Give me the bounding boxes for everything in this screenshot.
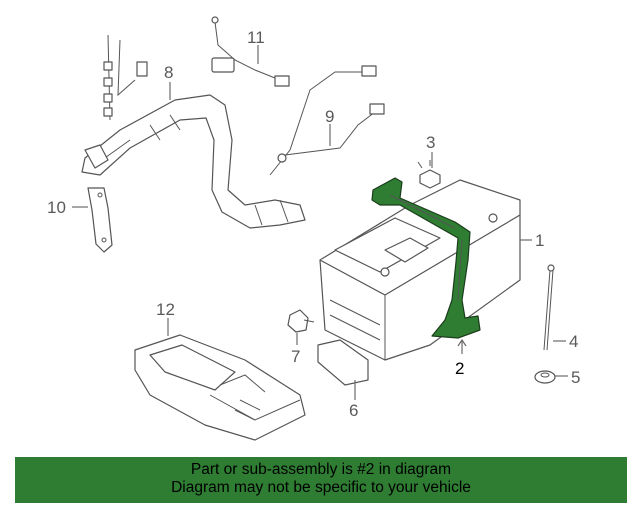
- callout-12: 12: [156, 300, 175, 319]
- part-4-rod[interactable]: [543, 264, 555, 351]
- callout-1: 1: [535, 231, 544, 250]
- callout-8: 8: [164, 63, 173, 82]
- part-11-sensor-lead[interactable]: [211, 16, 290, 87]
- callout-5: 5: [571, 368, 580, 387]
- part-6-pad[interactable]: [317, 339, 369, 386]
- part-info-banner: Part or sub-assembly is #2 in diagram Di…: [15, 457, 627, 503]
- callout-10: 10: [47, 198, 66, 217]
- callout-2: 2: [455, 359, 464, 378]
- callout-6: 6: [349, 401, 358, 420]
- part-9-cable[interactable]: [269, 65, 385, 176]
- banner-line-1: Part or sub-assembly is #2 in diagram: [190, 461, 452, 478]
- callout-4: 4: [569, 332, 578, 351]
- callout-7: 7: [291, 347, 300, 366]
- part-2-hold-down-bracket[interactable]: [371, 177, 481, 339]
- part-12-battery-tray[interactable]: [134, 334, 306, 441]
- exploded-parts-diagram: 11 8 9 3 10 1 4 5 6 7 12 2: [47, 16, 580, 441]
- part-7-clip[interactable]: [287, 309, 315, 333]
- callout-3: 3: [426, 133, 435, 152]
- leader-lines: [72, 45, 568, 400]
- banner-line-2: Diagram may not be specific to your vehi…: [171, 479, 471, 496]
- part-3-bolt[interactable]: [417, 160, 441, 189]
- part-8-battery-cable[interactable]: [81, 34, 306, 229]
- callout-11: 11: [247, 28, 265, 47]
- part-10-bracket[interactable]: [87, 187, 113, 253]
- callout-9: 9: [325, 107, 334, 126]
- part-5-grommet[interactable]: [534, 370, 556, 384]
